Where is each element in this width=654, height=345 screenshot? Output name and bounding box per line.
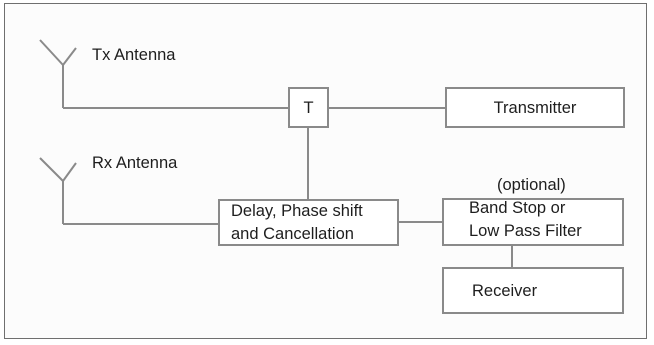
delay-label-line2: and Cancellation: [231, 225, 354, 243]
delay-cancellation-box: [218, 199, 399, 246]
t-label: T: [303, 99, 314, 117]
transmitter-label: Transmitter: [493, 99, 577, 117]
rx-antenna-icon: [39, 157, 77, 224]
filter-label-line1: Band Stop or: [469, 199, 566, 217]
tx-antenna-icon: [39, 39, 77, 108]
tx-antenna-label: Tx Antenna: [92, 46, 176, 64]
receiver-label: Receiver: [472, 282, 538, 300]
filter-label-line2: Low Pass Filter: [469, 222, 582, 240]
transmitter-box: [445, 87, 625, 128]
delay-label-line1: Delay, Phase shift: [231, 202, 363, 220]
receiver-box: [442, 267, 624, 314]
rx-antenna-label: Rx Antenna: [92, 154, 178, 172]
optional-label: (optional): [497, 176, 566, 194]
filter-box: [442, 198, 624, 246]
